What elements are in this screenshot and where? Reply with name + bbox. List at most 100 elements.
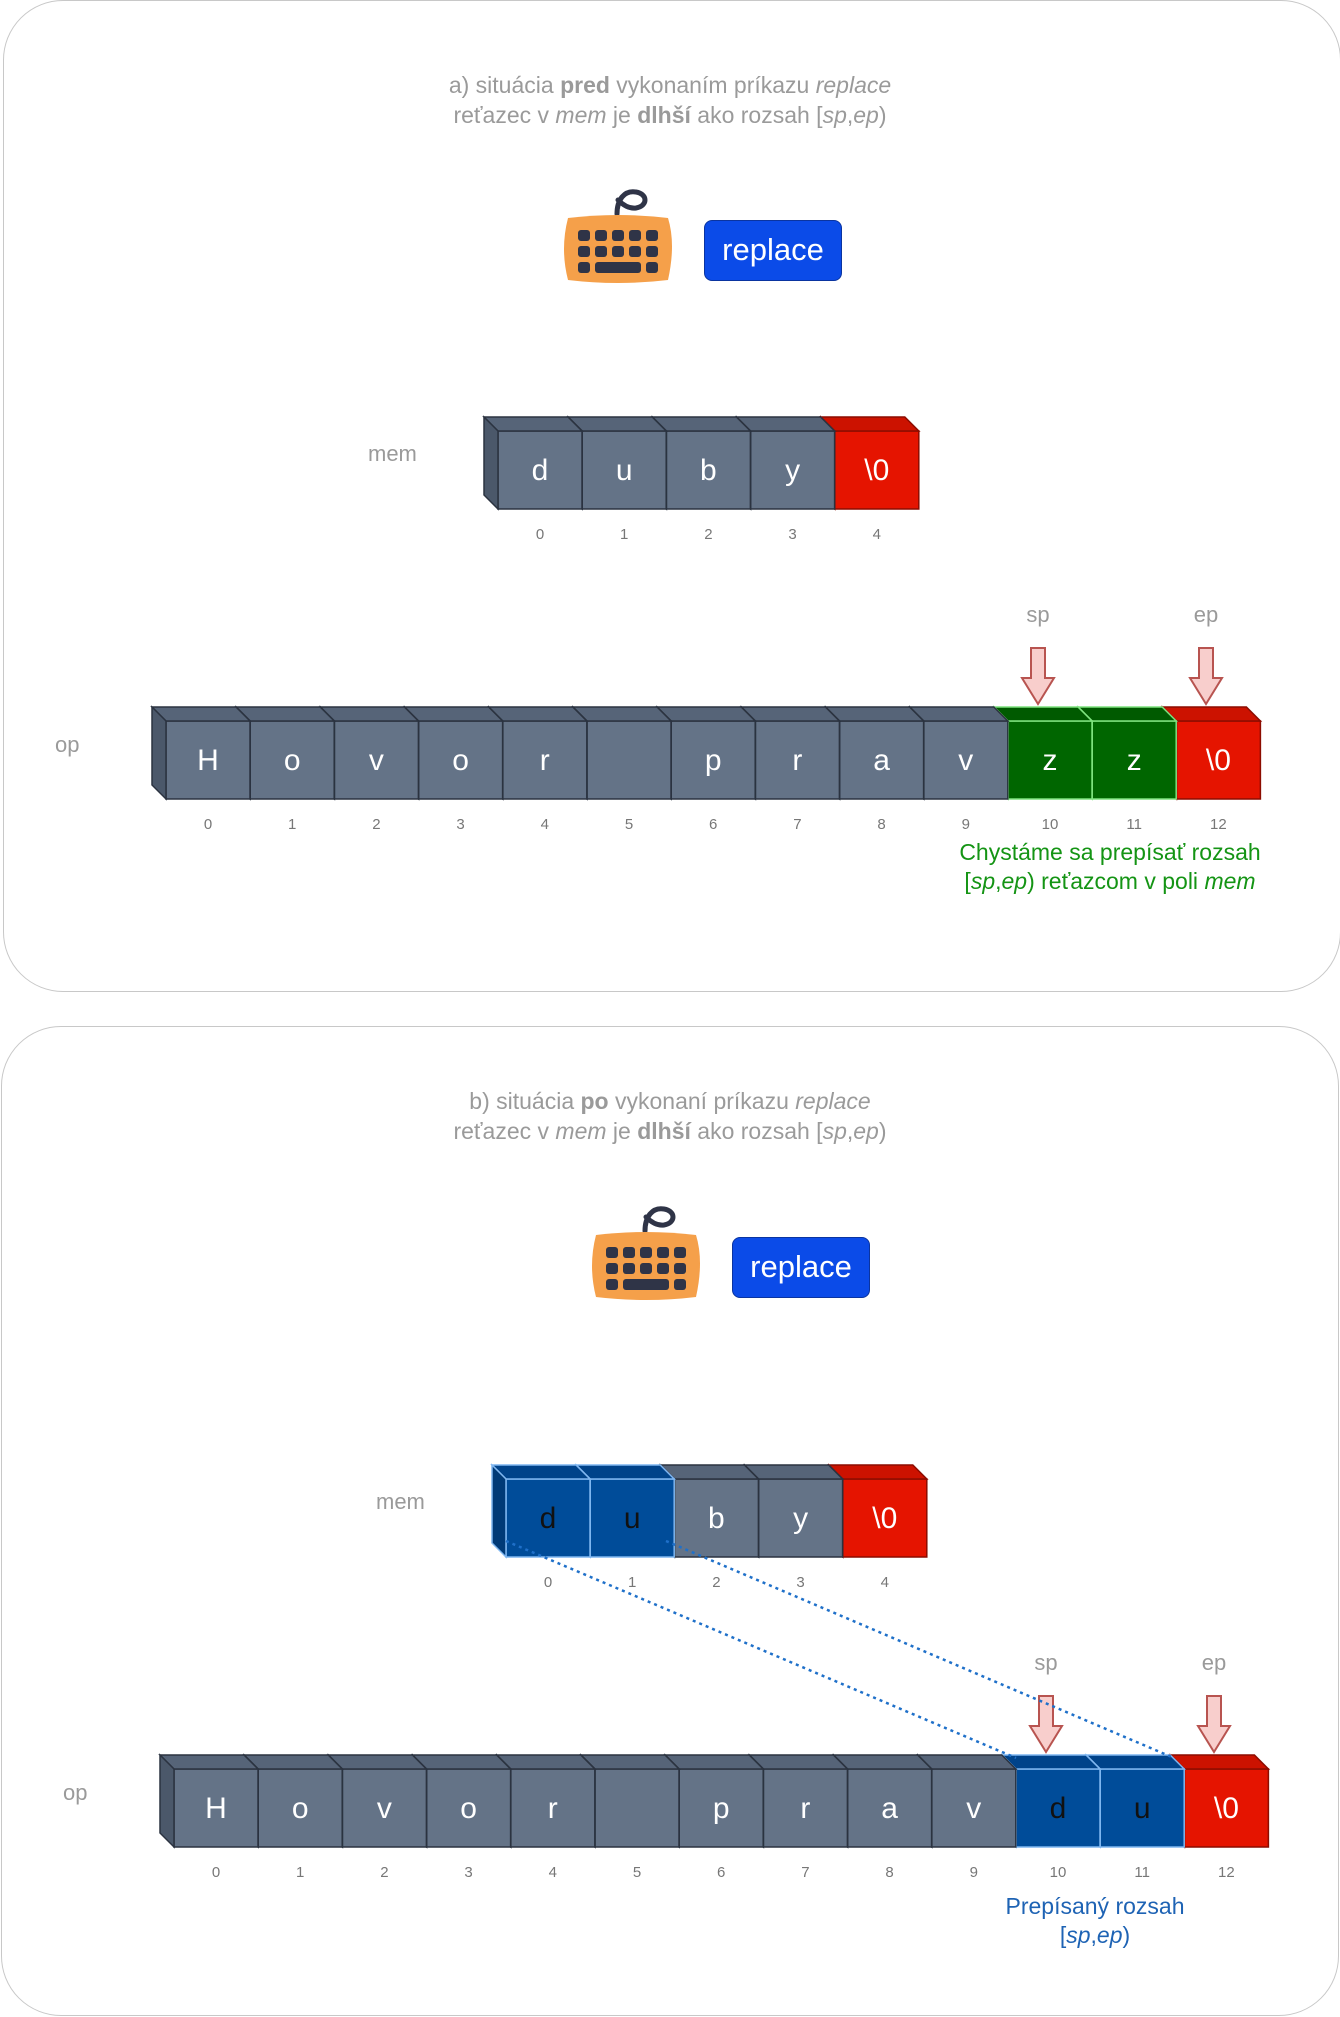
- caption-a2-mem: mem: [555, 102, 607, 128]
- keyboard-icon-a-key: [595, 246, 607, 257]
- op-row-a-cell: v9: [907, 705, 1010, 833]
- op-row-b-cell-top: [747, 1754, 850, 1770]
- mem-row-a-cell-index: 2: [704, 526, 712, 543]
- caption-a2-p3: ako rozsah [: [690, 102, 823, 128]
- mem-row-b-cell-char: \0: [872, 1502, 897, 1535]
- note-a-line2: [sp,ep) reťazcom v poli mem: [930, 867, 1290, 896]
- replace-button-a[interactable]: replace: [704, 220, 842, 281]
- op-row-b-cell-char: a: [881, 1792, 898, 1825]
- op-row-b-cell-char: u: [1134, 1792, 1151, 1825]
- note-b-open: [: [1059, 1922, 1067, 1948]
- keyboard-icon-b-cable: [642, 1206, 676, 1234]
- op-row-a-cell-char: z: [1043, 744, 1058, 777]
- ep-label-b: ep: [1201, 1650, 1227, 1675]
- op-row-b-cell-char: d: [1050, 1792, 1067, 1825]
- op-label-a: op: [55, 732, 80, 757]
- op-row-a-cell-top: [234, 706, 337, 722]
- caption-a2-ep: ep: [853, 102, 879, 128]
- keyboard-icon-b-key: [606, 1279, 618, 1290]
- op-row-a-cell-top: [1076, 706, 1179, 722]
- keyboard-icon-b-key: [674, 1279, 686, 1290]
- keyboard-icon-a-key: [578, 262, 590, 273]
- op-row-b-cell: o3: [410, 1753, 513, 1881]
- op-row-a-cell: 5: [571, 705, 673, 833]
- down-arrow-icon-sp-a: [1020, 647, 1056, 706]
- op-row-b-cell-index: 2: [380, 1864, 388, 1881]
- op-row-b-cell-top: [158, 1754, 260, 1770]
- mem-label-a: mem: [368, 441, 417, 466]
- mem-row-b-cell-char: d: [540, 1502, 557, 1535]
- op-row-b-cell-top: [831, 1754, 934, 1770]
- replace-button-b[interactable]: replace: [732, 1237, 870, 1298]
- note-b-line2: [sp,ep): [945, 1921, 1245, 1950]
- mem-row-a-cell-side: [483, 415, 499, 511]
- op-row-a-cell-char: o: [284, 744, 301, 777]
- caption-b2-comma: ,: [846, 1118, 854, 1144]
- mapping-line-d: [505, 1539, 1017, 1760]
- mem-row-a-cell-char: b: [700, 454, 717, 487]
- op-row-a-cell-top: [655, 706, 758, 722]
- down-arrow-icon-sp-b: [1028, 1695, 1064, 1754]
- keyboard-icon-b-key: [657, 1247, 669, 1258]
- note-a-line1: Chystáme sa prepísať rozsah: [959, 839, 1261, 865]
- op-row-b-cell-index: 11: [1134, 1864, 1150, 1881]
- op-row-b-cell-index: 9: [970, 1864, 978, 1881]
- note-b-sp: sp: [1066, 1922, 1091, 1948]
- note-b-comma: ,: [1090, 1922, 1097, 1948]
- mem-row-a-cell-top: [566, 416, 669, 432]
- caption-b-line2: reťazec v mem je dlhší ako rozsah [sp,ep…: [0, 1116, 1340, 1146]
- keyboard-icon-b-key: [674, 1263, 686, 1274]
- op-row-b-cell-char: H: [205, 1792, 227, 1825]
- mem-row-b-cell-index: 3: [796, 1574, 804, 1591]
- op-row-b-cell-index: 1: [296, 1864, 304, 1881]
- caption-a2-bold: dlhší: [637, 102, 691, 128]
- caption-b2-bold: dlhší: [637, 1118, 691, 1144]
- op-row-a-cell: v2: [318, 705, 421, 833]
- keyboard-icon-a-key: [612, 246, 624, 257]
- note-b-close: ): [1122, 1922, 1131, 1948]
- caption-a-prefix: a) situácia: [448, 72, 561, 98]
- op-row-a-cell-face: [586, 720, 672, 800]
- mem-row-a-cell: y3: [734, 415, 837, 543]
- mem-row-b-cell: d0: [490, 1463, 592, 1591]
- mem-row-b-cell-index: 0: [544, 1574, 552, 1591]
- op-row-a-cell-index: 3: [456, 816, 464, 833]
- mem-row-b-cell-index: 1: [628, 1574, 636, 1591]
- sp-label-a: sp: [1026, 602, 1050, 627]
- mem-row-a-cell-index: 1: [620, 526, 628, 543]
- keyboard-icon-b-key: [640, 1263, 652, 1274]
- down-arrow-icon-sp-a-shape: [1020, 647, 1056, 706]
- op-row-b-cell-top: [915, 1754, 1018, 1770]
- op-row-b-cell: v2: [326, 1753, 429, 1881]
- op-row-b-cell: \012: [1168, 1753, 1271, 1881]
- op-row-a-cell: z10: [992, 705, 1094, 833]
- op-row-a-cell-index: 9: [962, 816, 970, 833]
- mem-row-b-cell-top: [826, 1464, 929, 1480]
- op-row-a-cell-char: H: [197, 744, 219, 777]
- mem-row-a-cell-char: u: [616, 454, 633, 487]
- op-row-a-cell-char: o: [452, 744, 469, 777]
- keyboard-icon-b-key: [623, 1247, 635, 1258]
- op-row-b-cell-index: 6: [717, 1864, 725, 1881]
- op-row-b-cell-side: [159, 1753, 175, 1849]
- op-row-a-cell-index: 7: [793, 816, 801, 833]
- mem-row-b-cell: u1: [574, 1463, 677, 1591]
- caption-a2-p2: je: [606, 102, 638, 128]
- op-row-b-cell-index: 10: [1050, 1864, 1067, 1881]
- mem-row-a-cell-index: 4: [873, 526, 881, 543]
- keyboard-icon-a-key: [646, 262, 658, 273]
- op-row-b-cell-char: r: [548, 1792, 558, 1825]
- note-a-open: [: [964, 868, 971, 894]
- caption-b-prefix: b) situácia: [469, 1088, 581, 1114]
- op-row-a-cell: H0: [150, 705, 252, 833]
- caption-b2-close: ): [878, 1118, 887, 1144]
- mem-row-a-cell-top: [482, 416, 584, 432]
- mem-row-b-cell-index: 2: [712, 1574, 720, 1591]
- note-a-comma: ,: [995, 868, 1002, 894]
- op-row-b-cell: 5: [579, 1753, 681, 1881]
- mem-row-a-cell-top: [818, 416, 921, 432]
- op-row-a-cell: z11: [1076, 705, 1179, 833]
- mem-row-a-cell: u1: [566, 415, 669, 543]
- caption-a2-comma: ,: [846, 102, 854, 128]
